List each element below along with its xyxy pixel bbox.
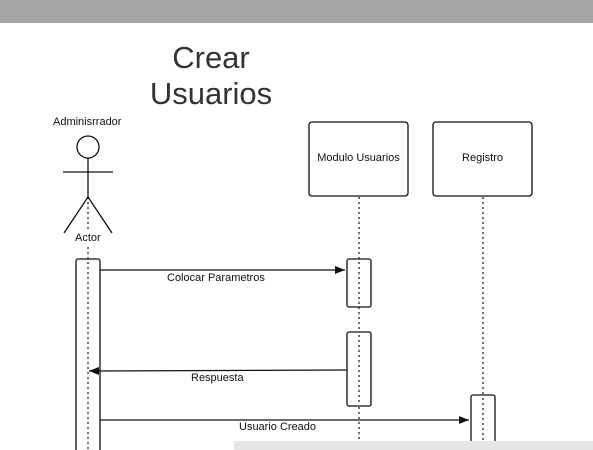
modulo-usuarios-activation-bar-2[interactable]: [346, 331, 372, 407]
message-label-respuesta: Respuesta: [191, 372, 244, 384]
message-label-usuario-creado: Usuario Creado: [239, 421, 317, 433]
message-label-colocar-parametros: Colocar Parametros: [167, 272, 265, 284]
actor-name-label: Adminisrrador: [53, 116, 122, 128]
window-top-bar: [0, 0, 593, 23]
modulo-usuarios-box[interactable]: [308, 121, 409, 197]
registro-activation-bar[interactable]: [470, 394, 496, 450]
actor-stick-figure-icon[interactable]: [63, 135, 113, 234]
horizontal-scrollbar[interactable]: [234, 441, 593, 450]
modulo-usuarios-label: Modulo Usuarios: [317, 152, 400, 164]
message-arrow-respuesta[interactable]: [88, 366, 348, 375]
actor-activation-bar[interactable]: [75, 258, 101, 450]
diagram-title-line-2: Usuarios: [149, 76, 273, 111]
registro-box[interactable]: [432, 121, 533, 197]
registro-label: Registro: [462, 152, 503, 164]
diagram-title: Crear Usuarios: [122, 40, 300, 112]
diagram-title-line-1: Crear: [172, 40, 250, 75]
actor-role-label: Actor: [74, 232, 102, 244]
